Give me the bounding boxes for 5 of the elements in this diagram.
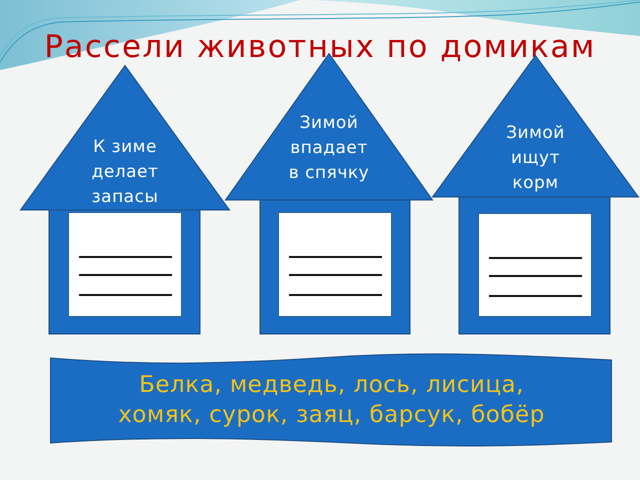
house-label: Зимой впадает в спячку [288, 112, 370, 185]
house-label: Зимой ищут корм [505, 122, 566, 195]
title: Рассели животных по домикам [43, 28, 597, 66]
house-label: К зиме делает запасы [90, 136, 160, 209]
banner-text: Белка, медведь, лось, лисица, хомяк, сурок, заяц, барсук, бобёр [117, 371, 546, 430]
